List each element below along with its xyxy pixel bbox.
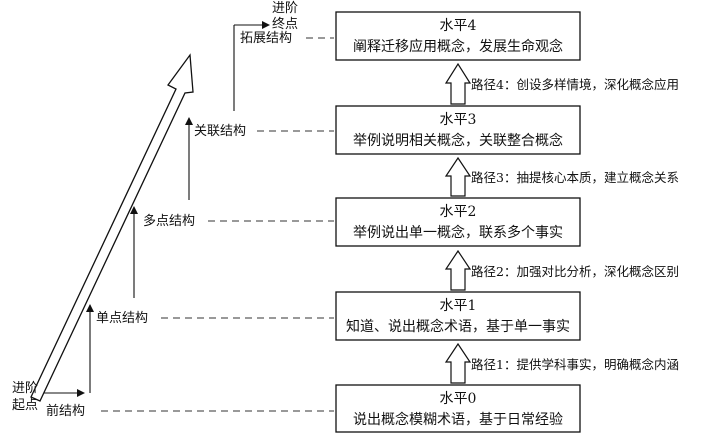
- level-desc-4: 阐释迁移应用概念，发展生命观念: [353, 38, 563, 55]
- path-label-2: 路径2：加强对比分析，深化概念区别: [471, 264, 679, 279]
- path-label-1: 路径1：提供学科事实，明确概念内涵: [471, 357, 679, 372]
- level-box-3: 水平3 举例说明相关概念，关联整合概念: [335, 105, 581, 155]
- level-title-4: 水平4: [440, 18, 477, 34]
- level-title-0: 水平0: [440, 391, 477, 407]
- level-box-2: 水平2 举例说出单一概念，联系多个事实: [335, 197, 581, 247]
- stage-label-unistructural: 单点结构: [96, 311, 148, 326]
- level-box-4: 水平4 阐释迁移应用概念，发展生命观念: [335, 11, 581, 61]
- path-label-3: 路径3：抽提核心本质，建立概念关系: [471, 170, 679, 185]
- stage-label-prestructural: 前结构: [46, 403, 85, 419]
- start-marker-line1: 进阶: [12, 381, 38, 396]
- level-desc-3: 举例说明相关概念，关联整合概念: [353, 132, 563, 149]
- up-arrow-path-4: [444, 62, 472, 105]
- level-box-1: 水平1 知道、说出概念术语，基于单一事实: [335, 291, 581, 341]
- level-title-3: 水平3: [440, 112, 477, 128]
- stage-label-multistructural: 多点结构: [143, 213, 195, 229]
- path-label-4: 路径4：创设多样情境，深化概念应用: [471, 77, 679, 92]
- stage-label-relational: 关联结构: [194, 124, 246, 139]
- up-arrow-path-2: [444, 249, 472, 291]
- staircase-path: [44, 21, 270, 397]
- stage-label-extended: 拓展结构: [240, 31, 292, 46]
- dashed-connectors: [101, 37, 334, 412]
- level-box-0: 水平0 说出概念模糊术语，基于日常经验: [335, 384, 581, 433]
- level-desc-2: 举例说出单一概念，联系多个事实: [353, 224, 563, 241]
- up-arrow-path-1: [444, 342, 472, 384]
- end-marker-line1: 进阶: [272, 1, 298, 16]
- level-title-1: 水平1: [440, 298, 477, 314]
- level-desc-0: 说出概念模糊术语，基于日常经验: [353, 411, 563, 428]
- end-marker-line2: 终点: [272, 16, 298, 32]
- up-arrow-path-3: [444, 156, 472, 197]
- level-desc-1: 知道、说出概念术语，基于单一事实: [346, 318, 570, 335]
- progression-big-arrow: [30, 53, 194, 402]
- start-marker-line2: 起点: [12, 398, 38, 413]
- level-title-2: 水平2: [440, 204, 477, 220]
